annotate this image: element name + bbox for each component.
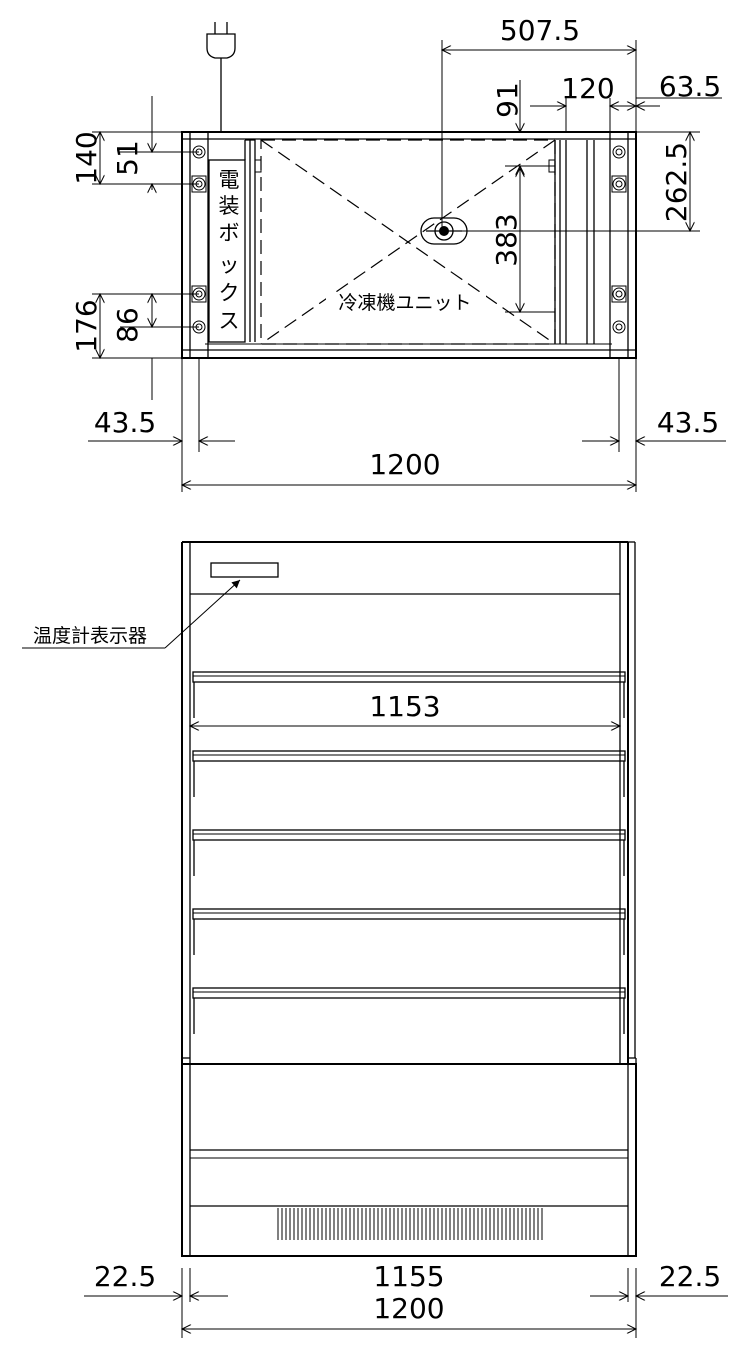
dim-1200-top-label: 1200 [369, 448, 440, 481]
right-bolts [611, 145, 627, 334]
dim-120: 120 [530, 72, 636, 132]
dim-120-label: 120 [561, 72, 614, 105]
dim-86: 86 [111, 294, 199, 400]
ventilation-grille [277, 1208, 543, 1240]
dim-43-5-left-label: 43.5 [94, 406, 156, 439]
base-panel [181, 1057, 637, 1257]
front-body-outline [181, 541, 636, 1064]
electrical-box-label-2: 装 [219, 194, 240, 218]
dim-63-5-label: 63.5 [659, 70, 721, 103]
dim-63-5: 63.5 [636, 70, 722, 106]
front-view: 温度計表示器 [22, 541, 728, 1338]
electrical-box: 電 装 ボ ッ ク ス [208, 139, 262, 343]
dim-22-5-right-label: 22.5 [659, 1260, 721, 1293]
thermometer-display: 温度計表示器 [22, 562, 279, 649]
shelf-2 [192, 750, 626, 797]
dim-1200-front-label: 1200 [373, 1292, 444, 1325]
electrical-box-label-1: 電 [219, 168, 240, 192]
electrical-box-label-4: ッ [219, 253, 240, 277]
right-compartment [548, 140, 595, 344]
power-plug-icon [206, 22, 236, 133]
top-view: 電 装 ボ ッ ク ス 冷凍機ユニット [70, 14, 726, 492]
dim-383-label: 383 [490, 213, 523, 266]
electrical-box-label-6: ス [219, 309, 240, 333]
electrical-box-label-5: ク [219, 281, 240, 305]
dim-262-5-label: 262.5 [660, 142, 693, 222]
dim-1153: 1153 [190, 690, 620, 726]
left-bolts [191, 145, 207, 334]
dim-383: 383 [490, 166, 555, 312]
dim-1155-label: 1155 [373, 1260, 444, 1293]
dim-507-5: 507.5 [442, 14, 636, 232]
dim-1200-top: 1200 [182, 448, 636, 485]
dim-262-5: 262.5 [460, 132, 700, 231]
dim-176-label: 176 [70, 299, 103, 352]
shelf-1 [192, 671, 626, 718]
dim-1200-front: 1200 [182, 1292, 636, 1329]
dim-43-5-left: 43.5 [88, 358, 235, 492]
dim-86-label: 86 [111, 307, 144, 343]
dim-51: 51 [111, 96, 199, 190]
electrical-box-label-3: ボ [219, 221, 240, 245]
shelf-5 [192, 987, 626, 1034]
refrigeration-unit-label: 冷凍機ユニット [338, 292, 471, 314]
dim-51-label: 51 [111, 140, 144, 176]
shelf-3 [192, 829, 626, 876]
thermometer-display-label: 温度計表示器 [33, 625, 147, 647]
dim-1155: 1155 [373, 1260, 444, 1293]
dim-43-5-right: 43.5 [582, 358, 726, 492]
top-body-outline [181, 131, 637, 359]
shelf-4 [192, 908, 626, 955]
dim-22-5-left-label: 22.5 [94, 1260, 156, 1293]
dim-507-5-label: 507.5 [500, 14, 580, 47]
dim-91-label: 91 [491, 82, 524, 118]
shelves [192, 671, 626, 1034]
dim-22-5-right: 22.5 [590, 1260, 728, 1338]
dim-140: 140 [70, 131, 199, 184]
dim-140-label: 140 [70, 131, 103, 184]
dim-176: 176 [70, 294, 199, 358]
dim-22-5-left: 22.5 [84, 1260, 228, 1338]
dim-43-5-right-label: 43.5 [657, 406, 719, 439]
dim-1153-label: 1153 [369, 690, 440, 723]
refrigeration-unit: 冷凍機ユニット [260, 139, 556, 345]
